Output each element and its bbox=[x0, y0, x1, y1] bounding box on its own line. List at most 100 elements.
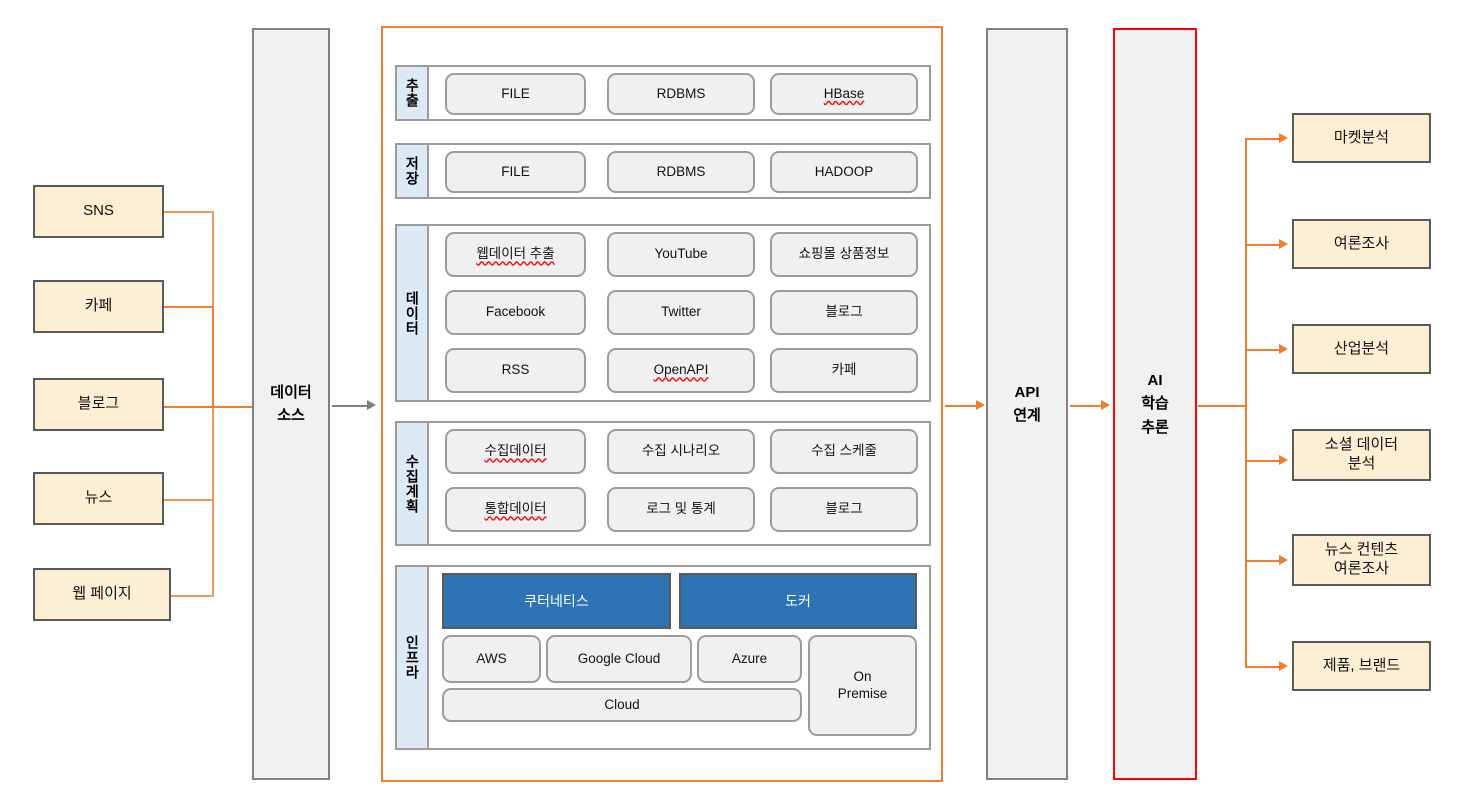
chip-plan-log-stats[interactable]: 로그 및 통계 bbox=[607, 487, 755, 532]
group-data: 데이터 웹데이터 추출 YouTube 쇼핑몰 상품정보 Facebook bbox=[395, 224, 931, 402]
output-arrow-6 bbox=[1279, 661, 1288, 671]
pillar-line-1: AI bbox=[1147, 372, 1163, 390]
chip-data-twitter[interactable]: Twitter bbox=[607, 290, 755, 335]
output-box-public-opinion[interactable]: 여론조사 bbox=[1292, 219, 1431, 269]
connector-webpage bbox=[171, 595, 214, 597]
chip-store-file[interactable]: FILE bbox=[445, 151, 586, 193]
infra-google-cloud[interactable]: Google Cloud bbox=[546, 635, 692, 683]
pillar-api[interactable]: API 연계 bbox=[986, 28, 1068, 780]
chip-plan-schedule[interactable]: 수집 스케줄 bbox=[770, 429, 918, 474]
connector-sns bbox=[164, 211, 214, 213]
chip-data-cafe[interactable]: 카페 bbox=[770, 348, 918, 393]
source-box-news[interactable]: 뉴스 bbox=[33, 472, 164, 525]
infra-aws[interactable]: AWS bbox=[442, 635, 541, 683]
chip-plan-blog[interactable]: 블로그 bbox=[770, 487, 918, 532]
output-line-1: 여론조사 bbox=[1333, 234, 1390, 252]
output-line-1: 마켓분석 bbox=[1333, 128, 1390, 146]
output-branch-3 bbox=[1245, 349, 1280, 351]
connector-cafe-vert bbox=[212, 306, 214, 407]
group-body-infra: 쿠터네티스 도커 AWS Google Cloud Azure bbox=[429, 567, 929, 748]
chip-plan-collect-data[interactable]: 수집데이터 bbox=[445, 429, 586, 474]
source-box-cafe[interactable]: 카페 bbox=[33, 280, 164, 333]
output-box-market-analysis[interactable]: 마켓분석 bbox=[1292, 113, 1431, 163]
chip-plan-integrated-data[interactable]: 통합데이터 bbox=[445, 487, 586, 532]
infra-kubernetes[interactable]: 쿠터네티스 bbox=[442, 573, 671, 629]
source-label: SNS bbox=[83, 202, 114, 220]
output-branch-4 bbox=[1245, 460, 1280, 462]
infra-cloud-bar[interactable]: Cloud bbox=[442, 688, 802, 722]
output-box-product-brand[interactable]: 제품, 브랜드 bbox=[1292, 641, 1431, 691]
infra-azure[interactable]: Azure bbox=[697, 635, 802, 683]
output-trunk-vertical bbox=[1245, 138, 1247, 667]
output-box-industry-analysis[interactable]: 산업분석 bbox=[1292, 324, 1431, 374]
chip-plan-scenario[interactable]: 수집 시나리오 bbox=[607, 429, 755, 474]
group-extract: 추출 FILE RDBMS HBase bbox=[395, 65, 931, 121]
group-label-extract: 추출 bbox=[397, 67, 429, 119]
chip-extract-hbase[interactable]: HBase bbox=[770, 73, 918, 115]
group-label-data: 데이터 bbox=[397, 226, 429, 400]
pillar-line-2: 학습 bbox=[1141, 395, 1169, 413]
group-store: 저장 FILE RDBMS HADOOP bbox=[395, 143, 931, 199]
pillar-data-source[interactable]: 데이터 소스 bbox=[252, 28, 330, 780]
output-line-2: 분석 bbox=[1347, 455, 1376, 472]
chip-data-blog[interactable]: 블로그 bbox=[770, 290, 918, 335]
connector-news bbox=[164, 499, 214, 501]
output-line-1: 산업분석 bbox=[1333, 339, 1390, 357]
group-infra: 인프라 쿠터네티스 도커 AWS Google Cloud Azure bbox=[395, 565, 931, 750]
source-label: 웹 페이지 bbox=[72, 585, 132, 603]
output-arrow-4 bbox=[1279, 455, 1288, 465]
arrow-line-platform-to-api bbox=[945, 405, 979, 407]
chip-store-hadoop[interactable]: HADOOP bbox=[770, 151, 918, 193]
on-premise-line-1: On bbox=[853, 669, 872, 685]
chip-store-rdbms[interactable]: RDBMS bbox=[607, 151, 755, 193]
source-label: 블로그 bbox=[77, 395, 120, 413]
pillar-line-1: API bbox=[1014, 383, 1040, 401]
source-label: 뉴스 bbox=[84, 489, 113, 507]
pillar-line-2: 연계 bbox=[1013, 407, 1041, 424]
connector-trunk bbox=[212, 406, 256, 408]
group-label-store: 저장 bbox=[397, 145, 429, 197]
chip-data-webdata[interactable]: 웹데이터 추출 bbox=[445, 232, 586, 277]
arrow-line-datasource-to-platform bbox=[332, 405, 368, 407]
group-collection-plan: 수집계획 수집데이터 수집 시나리오 수집 스케줄 통합데이터 로그 및 bbox=[395, 421, 931, 546]
group-body-data: 웹데이터 추출 YouTube 쇼핑몰 상품정보 Facebook Twitte… bbox=[429, 226, 929, 400]
output-arrow-3 bbox=[1279, 344, 1288, 354]
group-body-store: FILE RDBMS HADOOP bbox=[429, 145, 929, 197]
source-box-webpage[interactable]: 웹 페이지 bbox=[33, 568, 171, 621]
output-box-social-data-analysis[interactable]: 소셜 데이터 분석 bbox=[1292, 429, 1431, 481]
chip-extract-rdbms[interactable]: RDBMS bbox=[607, 73, 755, 115]
group-body-collection-plan: 수집데이터 수집 시나리오 수집 스케줄 통합데이터 로그 및 통계 블로그 bbox=[429, 423, 929, 544]
output-line-2: 여론조사 bbox=[1333, 560, 1390, 577]
chip-data-shopping[interactable]: 쇼핑몰 상품정보 bbox=[770, 232, 918, 277]
pillar-ai[interactable]: AI 학습 추론 bbox=[1113, 28, 1197, 780]
infra-docker[interactable]: 도커 bbox=[679, 573, 917, 629]
group-label-infra: 인프라 bbox=[397, 567, 429, 748]
source-box-sns[interactable]: SNS bbox=[33, 185, 164, 238]
arrow-head-datasource-to-platform bbox=[367, 400, 376, 410]
infra-on-premise[interactable]: On Premise bbox=[808, 635, 917, 736]
output-branch-6 bbox=[1245, 666, 1280, 668]
output-arrow-2 bbox=[1279, 239, 1288, 249]
chip-data-facebook[interactable]: Facebook bbox=[445, 290, 586, 335]
chip-extract-file[interactable]: FILE bbox=[445, 73, 586, 115]
output-trunk-horizontal bbox=[1198, 405, 1246, 407]
connector-cafe bbox=[164, 306, 214, 308]
source-box-blog[interactable]: 블로그 bbox=[33, 378, 164, 431]
pillar-line-3: 추론 bbox=[1141, 418, 1169, 436]
arrow-line-api-to-ai bbox=[1070, 405, 1104, 407]
output-line-1: 뉴스 컨텐츠 bbox=[1324, 541, 1399, 559]
connector-blog bbox=[164, 406, 256, 408]
source-label: 카페 bbox=[84, 297, 113, 315]
arrow-head-platform-to-api bbox=[976, 400, 985, 410]
output-line-1: 제품, 브랜드 bbox=[1322, 656, 1401, 674]
output-arrow-1 bbox=[1279, 133, 1288, 143]
chip-data-rss[interactable]: RSS bbox=[445, 348, 586, 393]
chip-data-youtube[interactable]: YouTube bbox=[607, 232, 755, 277]
output-box-news-content-opinion[interactable]: 뉴스 컨텐츠 여론조사 bbox=[1292, 534, 1431, 586]
chip-data-openapi[interactable]: OpenAPI bbox=[607, 348, 755, 393]
output-line-1: 소셜 데이터 bbox=[1324, 436, 1399, 454]
group-label-collection-plan: 수집계획 bbox=[397, 423, 429, 544]
platform-panel: 추출 FILE RDBMS HBase 저장 FILE bbox=[381, 26, 943, 782]
output-branch-1 bbox=[1245, 138, 1280, 140]
